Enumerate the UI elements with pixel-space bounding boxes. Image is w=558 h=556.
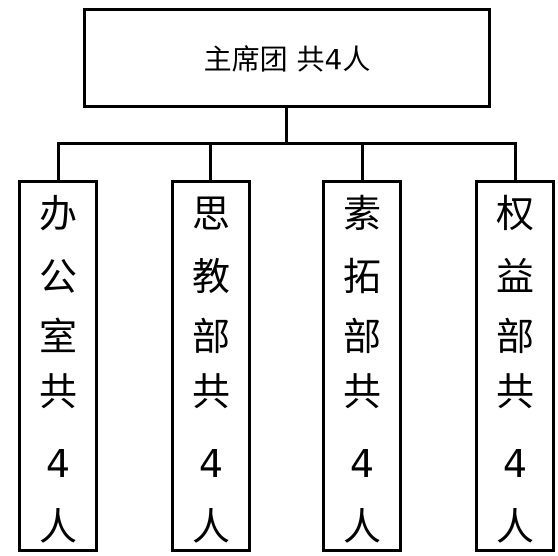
dept-node-3: 素 拓 部 共 4 人 bbox=[322, 180, 402, 552]
trunk-line bbox=[285, 107, 288, 145]
dept-count: 4 bbox=[45, 442, 71, 486]
top-node-label: 主席团 共4人 bbox=[203, 43, 371, 76]
dept-unit: 人 bbox=[38, 505, 77, 549]
branch-line-3 bbox=[361, 142, 364, 182]
dept-name-char: 益 bbox=[495, 255, 534, 299]
dept-name-char: 拓 bbox=[342, 255, 381, 299]
dept-node-4: 权 益 部 共 4 人 bbox=[475, 180, 555, 552]
dept-name-char: 思 bbox=[191, 192, 230, 236]
branch-line-1 bbox=[57, 142, 60, 182]
dept-name-char: 室 bbox=[38, 315, 77, 359]
dept-name-char: 教 bbox=[191, 255, 230, 299]
branch-line-4 bbox=[514, 142, 517, 182]
dept-count: 4 bbox=[349, 442, 375, 486]
dept-count-label: 共 bbox=[38, 370, 77, 414]
dept-unit: 人 bbox=[495, 505, 534, 549]
dept-unit: 人 bbox=[191, 505, 230, 549]
dept-unit: 人 bbox=[342, 505, 381, 549]
dept-name-char: 素 bbox=[342, 192, 381, 236]
dept-count-label: 共 bbox=[342, 370, 381, 414]
branch-line-2 bbox=[209, 142, 212, 182]
dept-count-label: 共 bbox=[495, 370, 534, 414]
top-node-presidium: 主席团 共4人 bbox=[83, 8, 491, 108]
dept-node-1: 办 公 室 共 4 人 bbox=[18, 180, 98, 552]
dept-node-2: 思 教 部 共 4 人 bbox=[171, 180, 251, 552]
horizontal-line bbox=[57, 142, 517, 145]
dept-count-label: 共 bbox=[191, 370, 230, 414]
dept-name-char: 公 bbox=[38, 255, 77, 299]
dept-name-char: 办 bbox=[38, 192, 77, 236]
dept-name-char: 部 bbox=[342, 315, 381, 359]
dept-name-char: 部 bbox=[495, 315, 534, 359]
dept-name-char: 权 bbox=[495, 192, 534, 236]
dept-count: 4 bbox=[198, 442, 224, 486]
dept-name-char: 部 bbox=[191, 315, 230, 359]
dept-count: 4 bbox=[502, 442, 528, 486]
